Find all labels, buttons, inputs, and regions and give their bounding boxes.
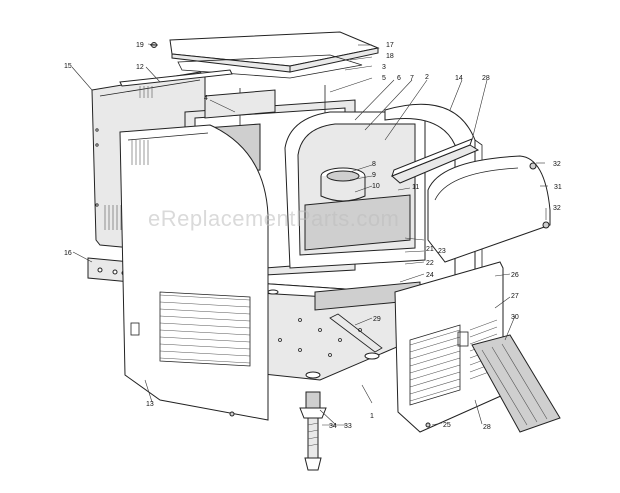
callout-3: 3 (382, 64, 386, 71)
screw-13 (229, 411, 235, 417)
evaporator-assembly (320, 167, 366, 202)
adjustable-foot (299, 391, 327, 471)
callout-21: 21 (426, 246, 434, 253)
callout-5: 5 (382, 75, 386, 82)
cover-gasket (177, 54, 363, 79)
callout-8: 8 (372, 161, 376, 168)
callout-32-bottom: 32 (553, 205, 561, 212)
air-filter (471, 334, 561, 433)
callout-7: 7 (410, 75, 414, 82)
callout-labels: 1 2 3 4 5 6 7 8 9 10 11 12 13 14 15 16 1… (64, 42, 562, 431)
leader-lines (71, 43, 548, 426)
callout-29: 29 (373, 316, 381, 323)
callout-16: 16 (64, 250, 72, 257)
callout-31: 31 (554, 184, 562, 191)
fastener-32-top (529, 162, 537, 170)
callout-1: 1 (370, 413, 374, 420)
callout-10: 10 (372, 183, 380, 190)
callout-19: 19 (136, 42, 144, 49)
left-side-panel (119, 124, 269, 421)
callout-22: 22 (426, 260, 434, 267)
callout-15: 15 (64, 63, 72, 70)
callout-34: 34 (329, 423, 337, 430)
callout-27: 27 (511, 293, 519, 300)
callout-17: 17 (386, 42, 394, 49)
callout-18: 18 (386, 53, 394, 60)
callout-33: 33 (344, 423, 352, 430)
rear-brace (119, 69, 233, 98)
callout-4: 4 (204, 95, 208, 102)
front-door (427, 155, 551, 263)
callout-28-bottom: 28 (483, 424, 491, 431)
callout-25: 25 (443, 422, 451, 429)
callout-24: 24 (426, 272, 434, 279)
callout-30: 30 (511, 314, 519, 321)
bottom-bracket (87, 257, 131, 283)
callout-2: 2 (425, 74, 429, 81)
callout-9: 9 (372, 172, 376, 179)
callout-14: 14 (455, 75, 463, 82)
top-cover (169, 31, 380, 73)
callout-28-top: 28 (482, 75, 490, 82)
callout-11: 11 (412, 184, 419, 191)
callout-12: 12 (136, 64, 144, 71)
callout-13: 13 (146, 401, 154, 408)
callout-23: 23 (438, 248, 446, 255)
fastener-32-bottom (542, 221, 550, 229)
screw-25 (425, 422, 431, 428)
watermark-text: eReplacementParts.com (148, 206, 399, 231)
callout-26: 26 (511, 272, 519, 279)
callout-32-top: 32 (553, 161, 561, 168)
callout-6: 6 (397, 75, 401, 82)
